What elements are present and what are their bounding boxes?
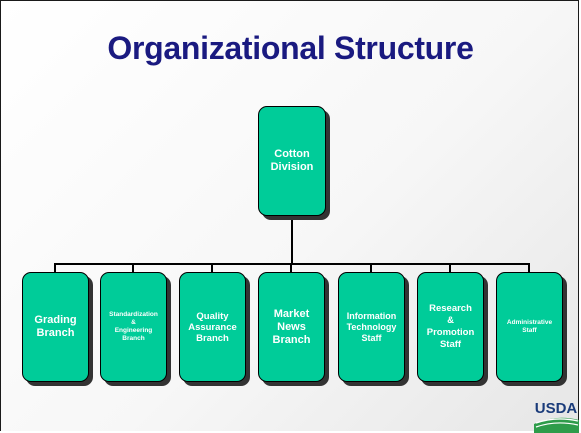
org-node-label: Cotton Division [270,148,314,173]
org-node-cotton-division: Cotton Division [258,106,326,216]
org-node-research-promotion-staff: Research & Promotion Staff [417,272,484,382]
org-node-market-news-branch: Market News Branch [258,272,325,382]
branch-drop-line [290,263,292,273]
usda-logo-text: USDA [535,400,578,417]
branch-drop-line [54,263,56,273]
org-node-quality-assurance-branch: Quality Assurance Branch [179,272,246,382]
org-node-label: Market News Branch [272,307,311,346]
org-node-label: Standardization & Engineering Branch [109,311,158,342]
org-node-label: Quality Assurance Branch [188,310,237,344]
org-node-label: Administrative Staff [506,319,553,334]
branch-bus-line [54,263,530,265]
branch-drop-line [370,263,372,273]
slide-title: Organizational Structure [107,30,474,66]
usda-logo: USDA [534,400,579,433]
org-node-label: Information Technology Staff [346,310,397,343]
branch-drop-line [449,263,451,273]
branch-drop-line [528,263,530,273]
root-connector-line [291,216,293,264]
org-node-standardization-engineering-branch: Standardization & Engineering Branch [100,272,167,382]
branch-drop-line [132,263,134,273]
branch-drop-line [211,263,213,273]
org-node-information-technology-staff: Information Technology Staff [338,272,405,382]
org-node-grading-branch: Grading Branch [22,272,89,382]
org-node-label: Grading Branch [34,314,77,339]
org-node-label: Research & Promotion Staff [426,303,475,350]
org-node-administrative-staff: Administrative Staff [496,272,563,382]
